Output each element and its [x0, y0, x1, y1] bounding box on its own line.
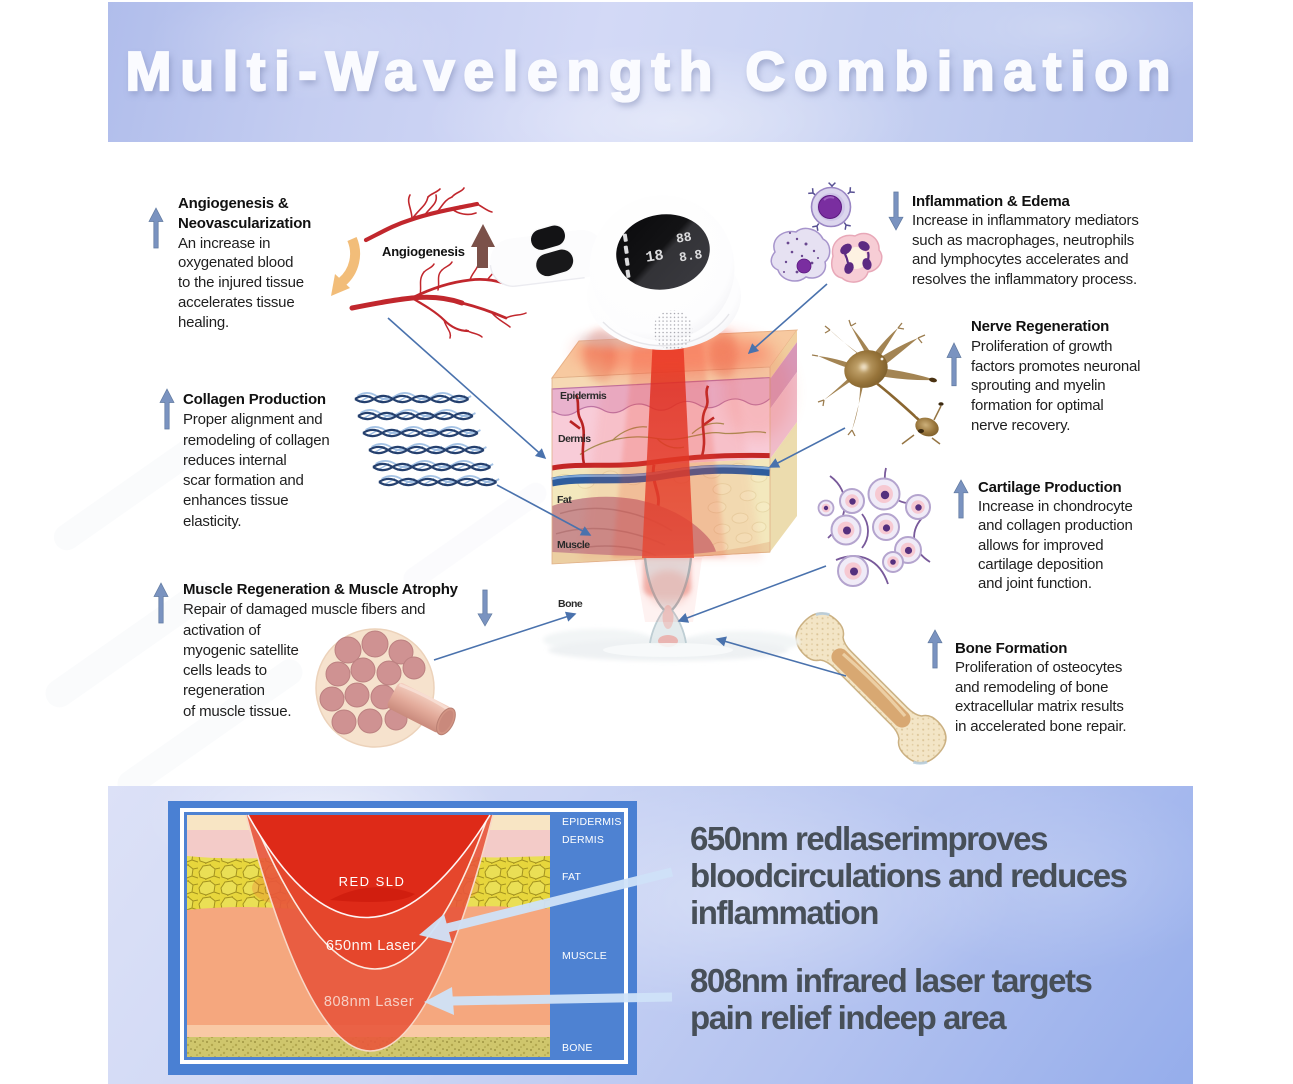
svg-text:Epidermis: Epidermis	[560, 390, 607, 402]
svg-text:808nm Laser: 808nm Laser	[324, 994, 414, 1010]
svg-text:Fat: Fat	[557, 494, 572, 506]
svg-text:Bone: Bone	[558, 598, 583, 610]
svg-text:18: 18	[644, 247, 664, 267]
svg-text:650nm Laser: 650nm Laser	[326, 938, 416, 954]
svg-text:Dermis: Dermis	[558, 433, 591, 445]
svg-text:8.8: 8.8	[678, 247, 704, 266]
svg-text:88: 88	[675, 229, 693, 246]
svg-text:EPIDERMIS: EPIDERMIS	[562, 816, 622, 828]
svg-text:BONE: BONE	[562, 1042, 593, 1054]
svg-text:RED SLD: RED SLD	[339, 874, 406, 889]
svg-text:FAT: FAT	[562, 871, 581, 883]
svg-text:MUSCLE: MUSCLE	[562, 950, 607, 962]
svg-text:Muscle: Muscle	[557, 539, 590, 551]
svg-text:DERMIS: DERMIS	[562, 834, 604, 846]
